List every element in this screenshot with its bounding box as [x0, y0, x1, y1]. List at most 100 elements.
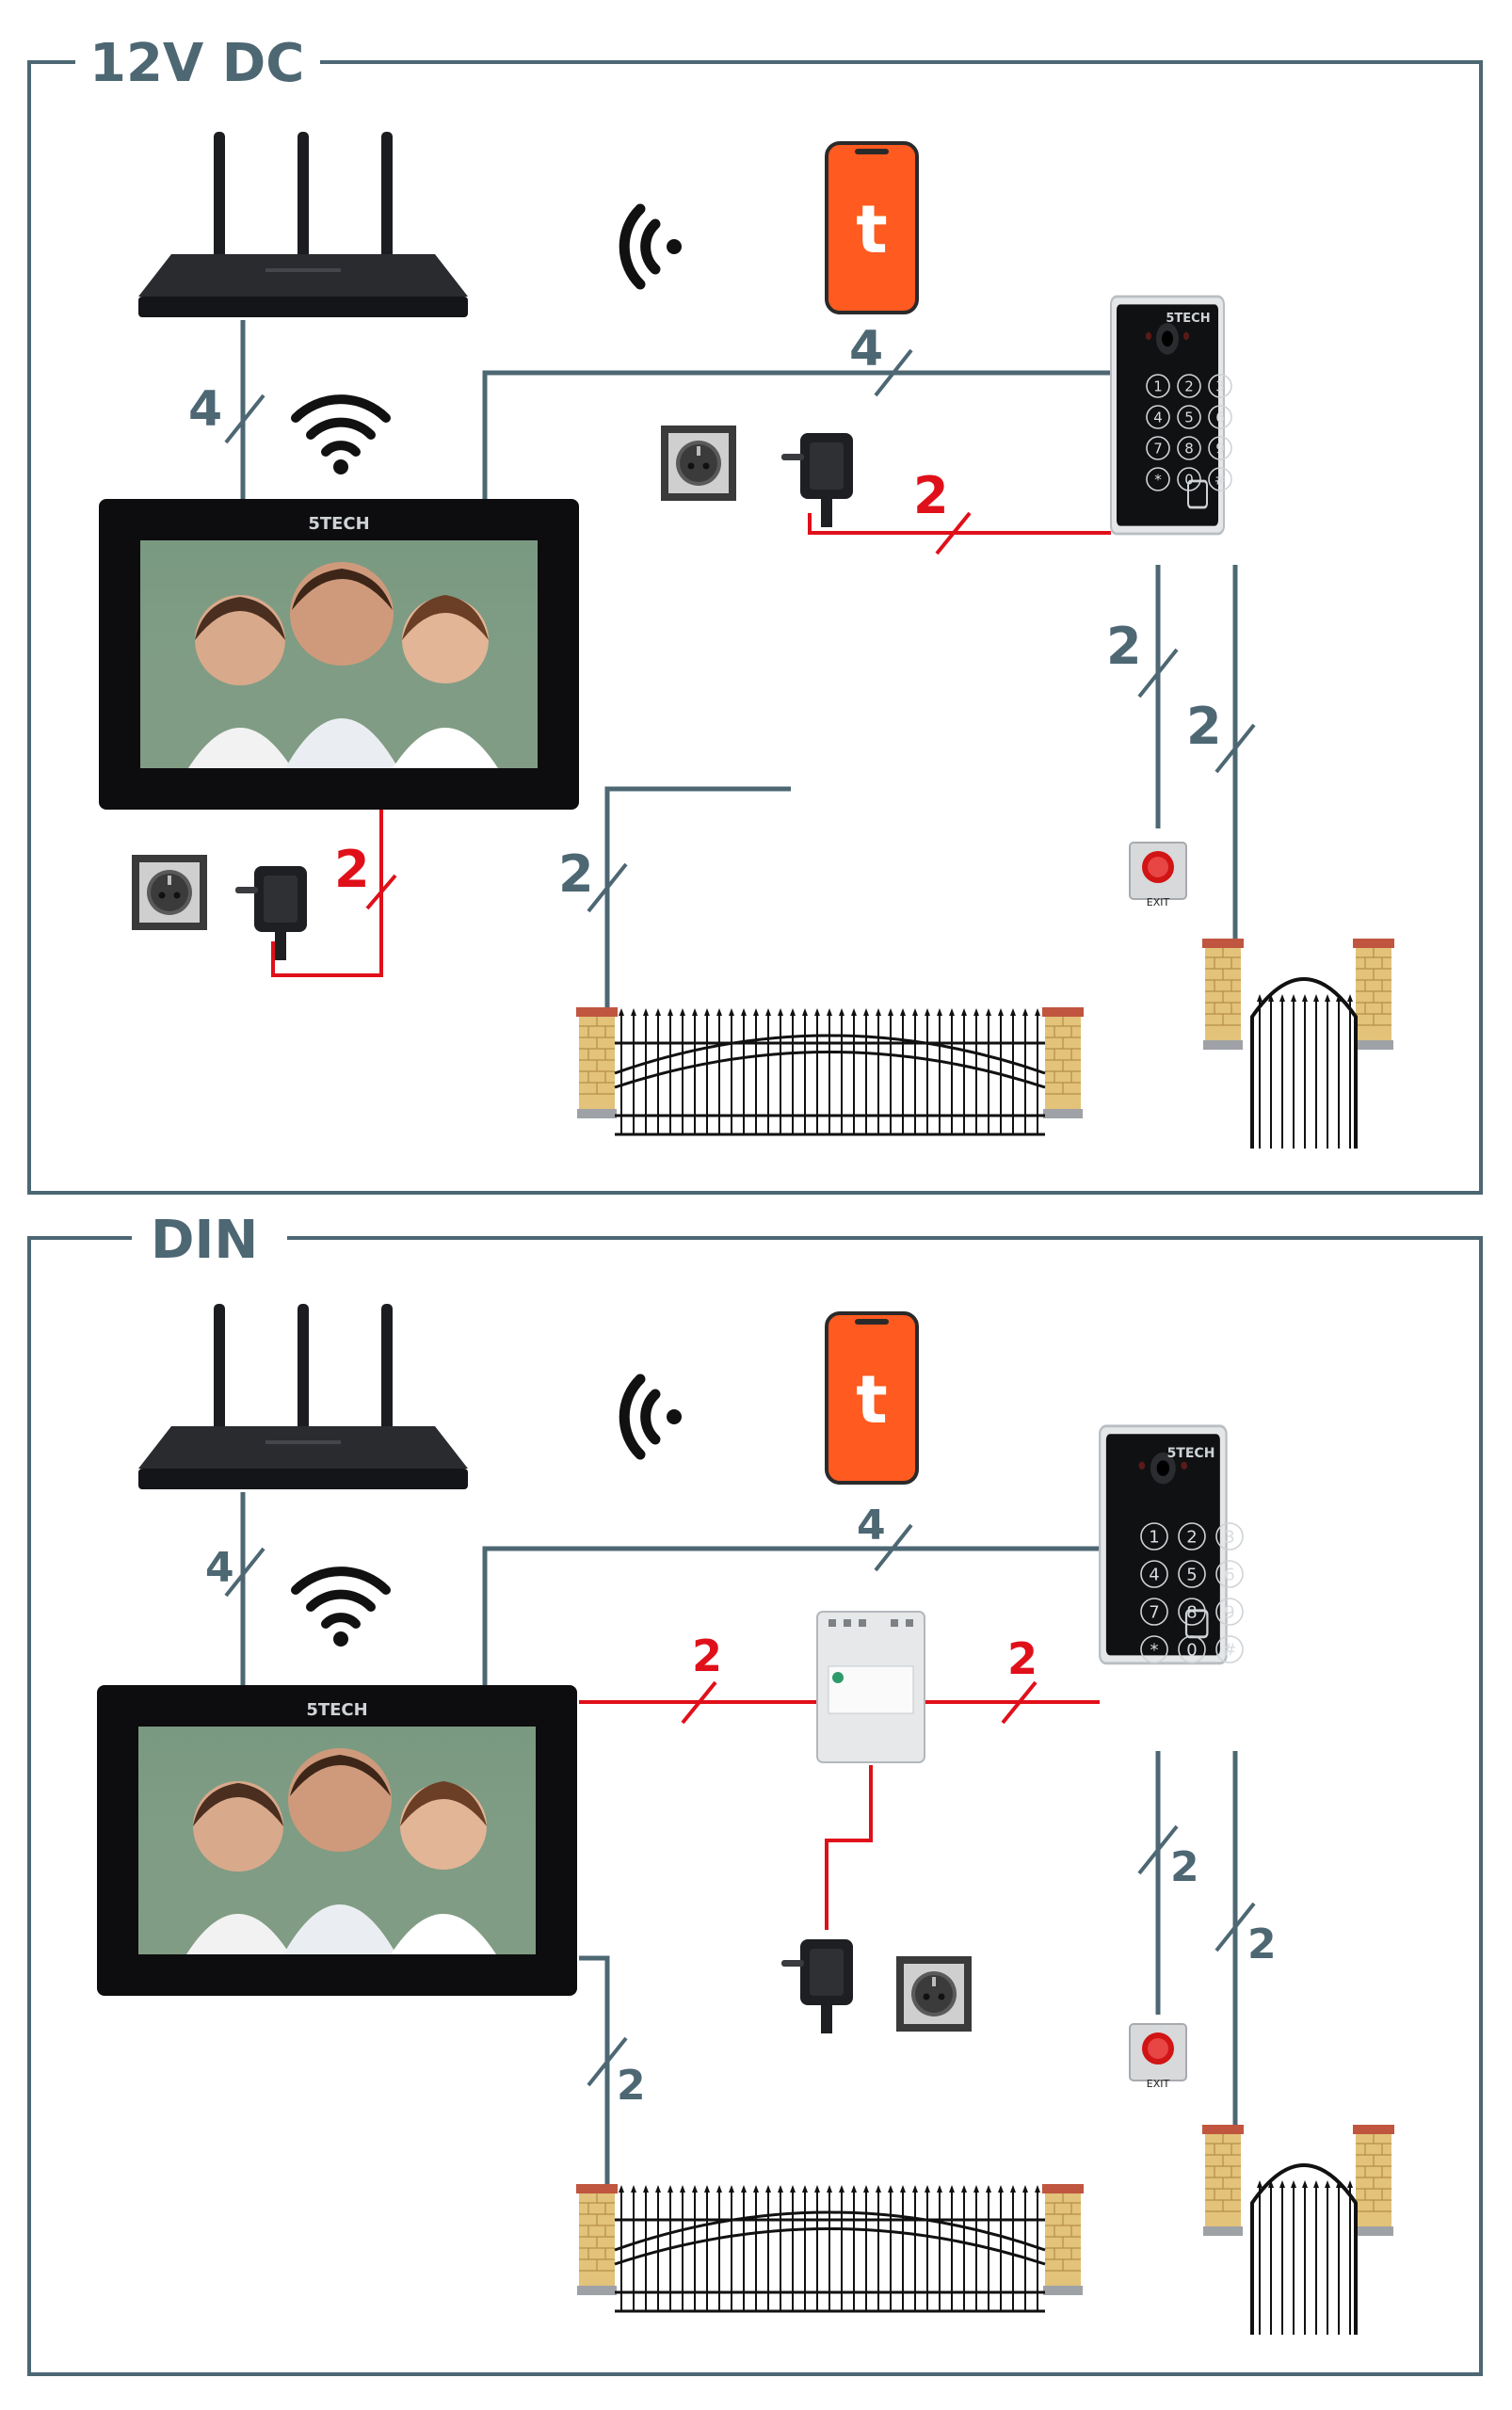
cable-ticks [224, 348, 1256, 913]
keypad-key [1177, 374, 1201, 398]
gate-spike [876, 1008, 881, 1016]
count-monitor-gate: 2 [558, 844, 594, 904]
count-doorstation-exit: 2 [1170, 1843, 1199, 1891]
exit-button: EXIT [1129, 2023, 1187, 2090]
count-doorstation-exit: 2 [1106, 617, 1142, 676]
wicket-gate [1201, 938, 1395, 1149]
gate-spike [704, 2185, 710, 2193]
gate-spike [1257, 994, 1263, 1002]
keypad-key [1215, 1560, 1244, 1588]
app-letter: t [856, 191, 887, 268]
video-monitor: 5TECH [99, 499, 579, 810]
video-monitor: 5TECH [97, 1685, 577, 1996]
keypad-key [1140, 1635, 1168, 1663]
cable-ticks [224, 1523, 1256, 2087]
gate-spike [716, 1008, 722, 1016]
count-router-monitor: 4 [205, 1544, 234, 1592]
gate-spike [1325, 2180, 1330, 2188]
count-doorstation-wicket: 2 [1247, 1920, 1277, 1968]
exit-label: EXIT [1147, 896, 1170, 908]
gate-spike [1291, 994, 1296, 1002]
panel-title: DIN [151, 1210, 258, 1271]
gate-spike [814, 2185, 820, 2193]
gate-spike [692, 1008, 698, 1016]
signal-waves-icon [624, 1379, 682, 1454]
app-letter: t [856, 1361, 887, 1438]
keypad-key-label: # [1214, 471, 1227, 488]
gate-spike [986, 1008, 991, 1016]
gate-spike [778, 1008, 783, 1016]
keypad-key [1140, 1598, 1168, 1626]
monitor-brand: 5TECH [306, 1700, 367, 1720]
gate-spike [704, 1008, 710, 1016]
gate-spike [851, 2185, 857, 2193]
gate-spike [1279, 994, 1285, 1002]
keypad-key-label: 0 [1186, 1640, 1197, 1660]
gate-spike [888, 1008, 893, 1016]
gate-spike [986, 2185, 991, 2193]
keypad-key-label: 5 [1186, 1565, 1197, 1584]
gate-spike [1302, 994, 1308, 1002]
keypad-key [1146, 405, 1170, 429]
gate-spike [1022, 2185, 1028, 2193]
gate-spike [729, 2185, 734, 2193]
keypad-key-label: 3 [1224, 1527, 1234, 1547]
gate-spike [790, 2185, 796, 2193]
gate-spike [1291, 2180, 1296, 2188]
gate-spike [961, 2185, 967, 2193]
keypad-key-label: 8 [1186, 1602, 1197, 1622]
gate-spike [1336, 2180, 1342, 2188]
gate-spike [790, 1008, 796, 1016]
count-adapter-doorstation: 2 [913, 466, 949, 525]
panel-din: DIN 4 4 2 2 2 2 2 [27, 1210, 1483, 2376]
keypad-key-label: 9 [1224, 1602, 1234, 1622]
gate-spike [876, 2185, 881, 2193]
keypad-key [1215, 1635, 1244, 1663]
gate-spike [961, 1008, 967, 1016]
gate-spike [729, 1008, 734, 1016]
gate-spike [863, 2185, 869, 2193]
sliding-gate [575, 2183, 1085, 2313]
count-din-doorstation: 2 [1007, 1633, 1037, 1684]
router-icon [138, 1304, 468, 1489]
gate-spike [827, 2185, 832, 2193]
wicket-gate [1201, 2124, 1395, 2335]
gate-spike [900, 2185, 906, 2193]
keypad-key [1208, 405, 1232, 429]
gate-spike [655, 1008, 661, 1016]
monitor-brand: 5TECH [308, 514, 369, 534]
signal-waves-icon [624, 209, 682, 284]
gate-spike [631, 2185, 636, 2193]
gate-spike [925, 1008, 930, 1016]
gate-spike [839, 1008, 844, 1016]
gate-spike [631, 1008, 636, 1016]
gate-spike [692, 2185, 698, 2193]
smartphone-app-icon: t [825, 141, 919, 314]
wifi-icon [296, 1571, 386, 1647]
keypad-key [1215, 1598, 1244, 1626]
gate-spike [1325, 994, 1330, 1002]
cable-lines [240, 320, 1238, 1012]
gate-spike [973, 1008, 979, 1016]
power-ticks [681, 1680, 1037, 1725]
gate-spike [1313, 2180, 1319, 2188]
gate-spike [753, 2185, 759, 2193]
gate-spike [1279, 2180, 1285, 2188]
gate-spike [851, 1008, 857, 1016]
keypad-key-label: 1 [1153, 378, 1163, 394]
gate-spike [973, 2185, 979, 2193]
gate-spike [1035, 2185, 1040, 2193]
keypad-key [1140, 1560, 1168, 1588]
gate-spike [1347, 2180, 1353, 2188]
power-adapter-icon [781, 433, 853, 527]
keypad-key [1178, 1522, 1206, 1550]
keypad-key-label: 0 [1184, 471, 1194, 488]
keypad-key-label: 1 [1149, 1527, 1159, 1547]
sliding-gate [575, 1006, 1085, 1136]
keypad-key-label: 2 [1186, 1527, 1197, 1547]
count-router-monitor: 4 [188, 381, 222, 438]
keypad-key-label: 4 [1149, 1565, 1159, 1584]
